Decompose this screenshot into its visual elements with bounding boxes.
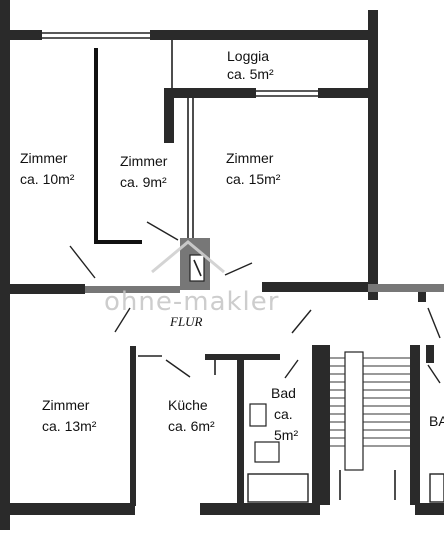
room-area-bad-line2: 5m² bbox=[274, 427, 298, 443]
room-area-zimmer-13: ca. 13m² bbox=[42, 418, 97, 434]
outer-walls bbox=[0, 0, 444, 530]
adjacent-room-label: BA bbox=[429, 413, 444, 429]
room-area-kueche: ca. 6m² bbox=[168, 418, 215, 434]
watermark-text: ohne-makler bbox=[104, 287, 279, 317]
corridor-walls bbox=[10, 282, 444, 302]
interior-walls-upper bbox=[94, 48, 210, 290]
room-name-loggia: Loggia bbox=[227, 48, 269, 64]
room-name-zimmer-13: Zimmer bbox=[42, 397, 90, 413]
room-area-zimmer-15: ca. 15m² bbox=[226, 171, 281, 187]
corridor-label: FLUR bbox=[169, 314, 203, 329]
watermark: ohne-makler bbox=[104, 240, 279, 317]
staircase bbox=[320, 345, 420, 505]
room-name-zimmer-9: Zimmer bbox=[120, 153, 168, 169]
room-area-zimmer-10: ca. 10m² bbox=[20, 171, 75, 187]
room-name-kueche: Küche bbox=[168, 397, 208, 413]
room-name-zimmer-10: Zimmer bbox=[20, 150, 68, 166]
room-area-loggia: ca. 5m² bbox=[227, 66, 274, 82]
room-area-zimmer-9: ca. 9m² bbox=[120, 174, 167, 190]
room-area-bad-line1: ca. bbox=[274, 406, 293, 422]
room-name-zimmer-15: Zimmer bbox=[226, 150, 274, 166]
interior-walls-lower bbox=[130, 345, 320, 506]
door-swings bbox=[69, 221, 441, 384]
loggia-walls bbox=[164, 40, 368, 143]
adjacent-unit bbox=[426, 345, 444, 503]
room-name-bad: Bad bbox=[271, 385, 296, 401]
